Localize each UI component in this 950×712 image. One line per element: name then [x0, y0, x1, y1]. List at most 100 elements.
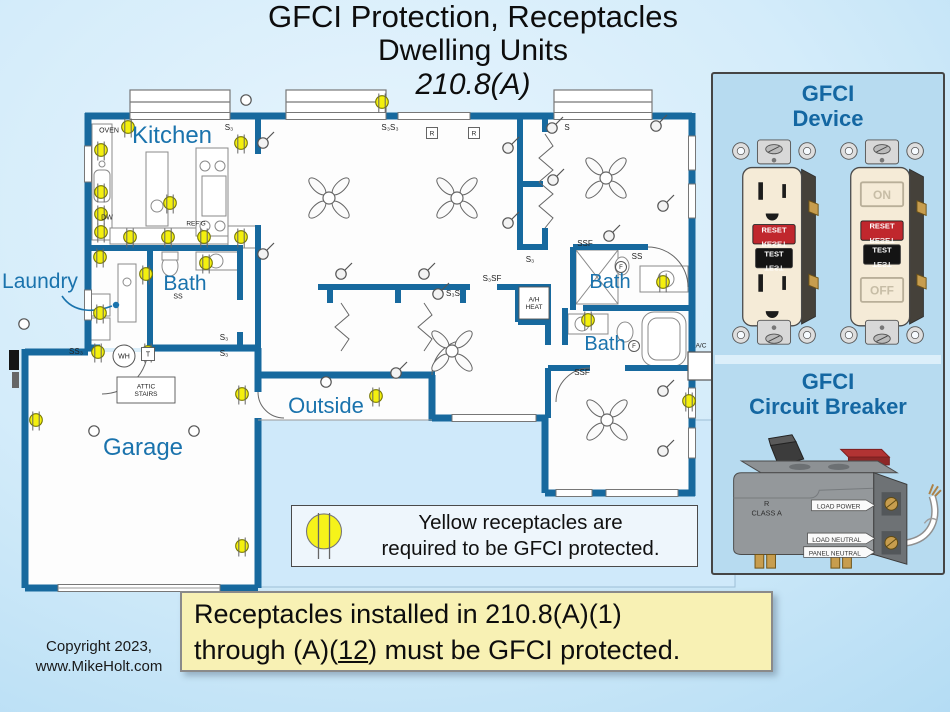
- plan-annotation-text: S₃: [220, 333, 229, 342]
- windows: [57, 112, 696, 592]
- plan-annotation: S₃: [220, 333, 229, 342]
- side-panel: GFCI Device RESET RESET: [711, 72, 945, 575]
- brass-terminal: [808, 200, 819, 217]
- gfci-receptacle-symbol: [161, 228, 175, 248]
- device-side: [909, 168, 924, 325]
- plan-annotation-text: R: [430, 130, 435, 137]
- plan-annotation: SS: [173, 293, 183, 300]
- callout-line-2: through (A)(12) must be GFCI protected.: [194, 635, 681, 665]
- wire-frayed-tip: [928, 484, 942, 497]
- room-label: Kitchen: [132, 122, 212, 149]
- gfci-receptacle-symbol: [94, 141, 108, 161]
- plan-annotation-text: SSF: [574, 368, 590, 377]
- switch-symbol: [418, 262, 436, 280]
- copyright: Copyright 2023, www.MikeHolt.com: [14, 637, 184, 677]
- test-button: TEST TEST: [755, 248, 793, 273]
- plan-annotation: SS: [632, 252, 643, 261]
- mounting-strap-bottom: [840, 319, 924, 345]
- reset-label-mirror: RESET: [761, 240, 787, 249]
- panel-neutral-label: PANEL NEUTRAL: [809, 550, 861, 557]
- plan-annotation-text: SSF: [577, 239, 593, 248]
- load-power-label: LOAD POWER: [817, 504, 861, 511]
- note-text: Yellow receptacles are required to be GF…: [350, 510, 691, 562]
- gfci-breaker-title: GFCI Circuit Breaker: [713, 369, 943, 419]
- ceiling-fan-symbol: [436, 177, 478, 219]
- room-label-group: Garage: [103, 434, 183, 461]
- gfci-receptacle-symbol: [121, 118, 135, 138]
- ceiling-fan-symbol: [308, 177, 350, 219]
- gfci-receptacle-symbol: [94, 223, 108, 243]
- ceiling-light-symbol: [240, 94, 252, 106]
- gfci-receptacle-symbol: [581, 311, 595, 331]
- copyright-line-2: www.MikeHolt.com: [35, 658, 163, 675]
- switch-symbol: [335, 262, 353, 280]
- plan-annotation: SSF: [577, 239, 593, 248]
- title-line-3: 210.8(A): [415, 68, 531, 101]
- switch-symbol: [547, 168, 565, 186]
- gfci-receptacle-symbol: [682, 392, 696, 412]
- switch-symbol: [657, 439, 675, 457]
- room-label-group: Bath: [163, 272, 206, 295]
- breaker-class-label: CLASS A: [751, 509, 782, 518]
- switch-symbol: [257, 131, 275, 149]
- load-neutral-label: LOAD NEUTRAL: [812, 537, 862, 544]
- off-indicator: OFF: [859, 277, 905, 303]
- ceiling-fan-symbol: [431, 330, 473, 372]
- gfci-receptacle-symbol: [369, 387, 383, 407]
- gfci-receptacle-symbol: [93, 304, 107, 324]
- ceiling-light-symbol: [320, 376, 332, 388]
- gfci-device-title-line1: GFCI: [801, 81, 855, 106]
- switch-symbol: [432, 282, 450, 300]
- gfci-receptacle-symbol: [123, 228, 137, 248]
- house-footprint: [25, 116, 692, 588]
- breaker-pointer-labels: LOAD POWER LOAD NEUTRAL PANEL NEUTRAL: [803, 499, 876, 558]
- ac-unit: [687, 351, 715, 381]
- brass-terminal: [916, 200, 927, 217]
- plan-annotation-text: OVEN: [99, 127, 119, 134]
- wire-break-mark: [923, 517, 938, 524]
- plan-annotation-text: F: [619, 265, 623, 271]
- test-label: TEST: [764, 249, 784, 258]
- copyright-line-1: Copyright 2023,: [46, 638, 152, 655]
- gfci-devices: RESET RESET TEST TEST: [713, 134, 943, 352]
- plan-annotation: REF'G: [186, 220, 205, 227]
- switch-symbol: [546, 116, 564, 134]
- gfci-receptacle-symbol: [94, 205, 108, 225]
- page-title: GFCI Protection, Receptacles Dwelling Un…: [0, 0, 946, 102]
- reset-button: RESET RESET: [860, 220, 904, 245]
- gfci-receptacle-illustration: RESET RESET TEST TEST: [732, 139, 819, 345]
- on-label: ON: [873, 188, 891, 202]
- reset-label-mirror: RESET: [869, 236, 895, 245]
- brass-terminal: [808, 273, 819, 290]
- plan-annotation-text: R: [472, 130, 477, 137]
- test-button: TEST TEST: [863, 244, 901, 269]
- gfci-receptacle-symbol: [234, 228, 248, 248]
- room-label: Laundry: [2, 270, 78, 293]
- plan-annotation-text: SS: [173, 293, 183, 300]
- gfci-receptacle-symbol: [94, 183, 108, 203]
- room-label: Outside: [288, 393, 364, 418]
- plan-annotation: S₃SF: [483, 274, 502, 283]
- room-label: Bath: [163, 272, 206, 295]
- plan-annotation: A/C: [696, 342, 707, 349]
- ceiling-light-symbol: [88, 425, 100, 437]
- gfci-device-title-line2: Device: [792, 106, 864, 131]
- plan-annotation: SSF: [574, 368, 590, 377]
- ceiling-fan-symbol: [586, 399, 628, 441]
- reset-button: RESET RESET: [752, 224, 796, 249]
- plan-annotation-text: SS₃: [69, 347, 83, 356]
- plan-annotation: DW: [101, 214, 113, 221]
- plan-annotation-text: S₃SF: [483, 274, 502, 283]
- off-label: OFF: [870, 284, 894, 298]
- laundry-leader-arrow: [61, 295, 120, 312]
- plan-annotation: SS₃: [69, 347, 83, 356]
- plan-annotation: R: [468, 127, 480, 139]
- note-line-1: Yellow receptacles are: [418, 511, 623, 534]
- rule-callout: Receptacles installed in 210.8(A)(1) thr…: [180, 591, 773, 672]
- plan-annotation: WH: [112, 344, 136, 368]
- gfci-receptacle-symbol: [197, 228, 211, 248]
- gfci-receptacle-symbol: [235, 385, 249, 405]
